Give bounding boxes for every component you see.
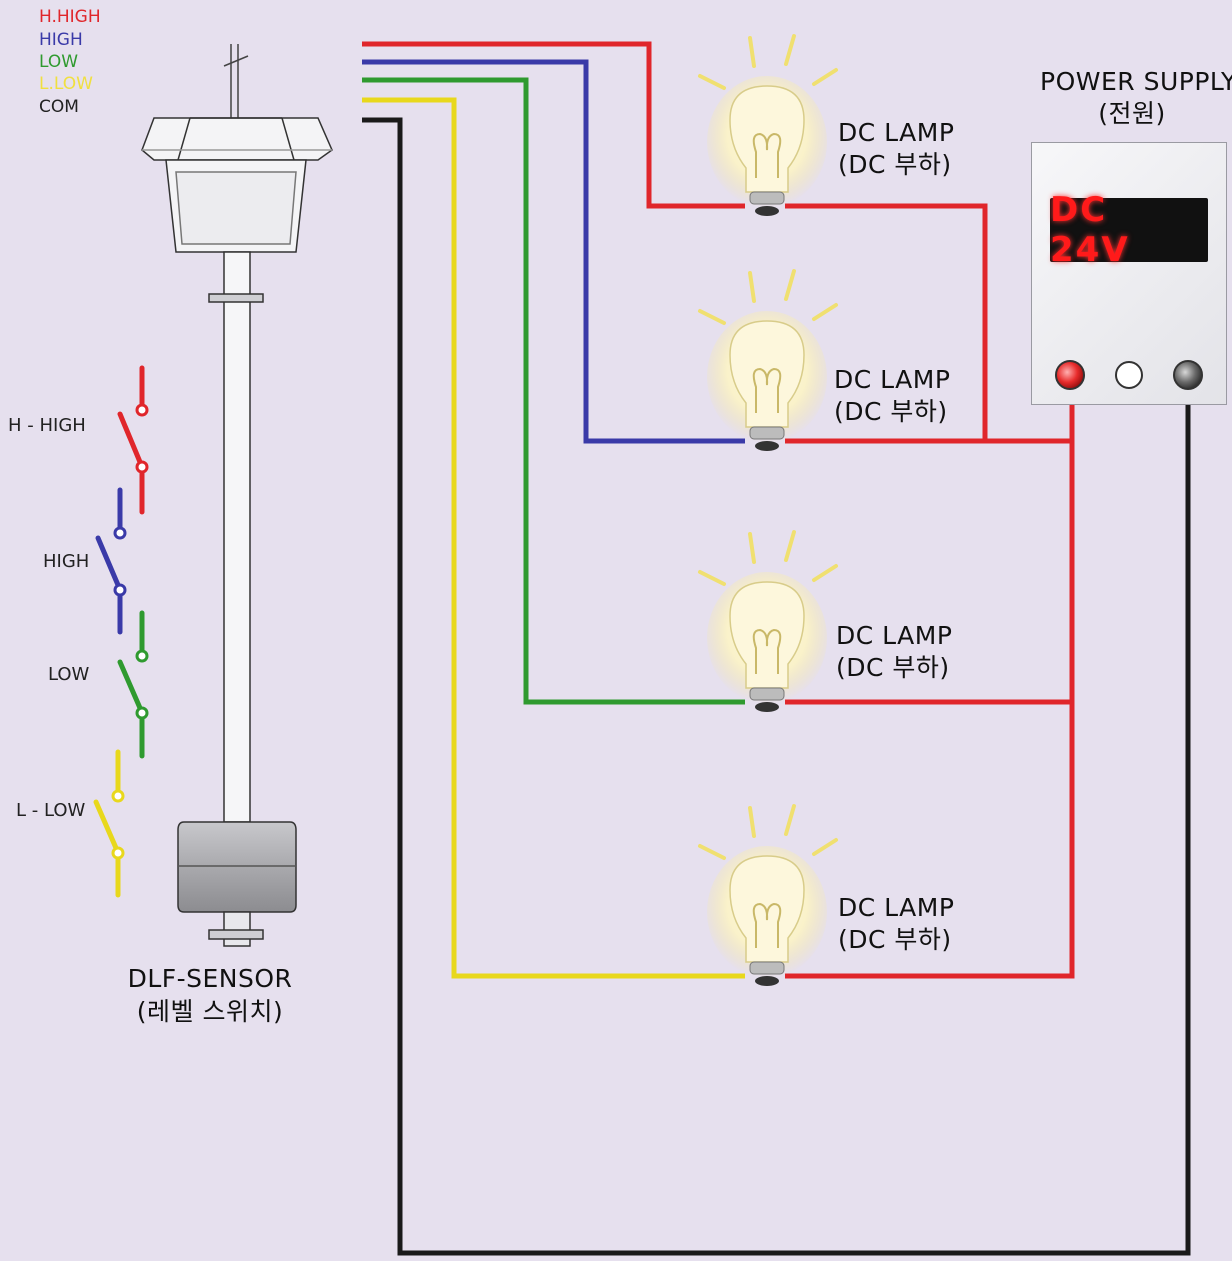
lamp-1-title: DC LAMP — [838, 118, 955, 147]
legend-llow: L.LOW — [39, 74, 93, 94]
level-sensor — [141, 44, 333, 947]
legend-low: LOW — [39, 52, 79, 72]
legend-hhigh: H.HIGH — [39, 7, 101, 27]
power-supply-subtitle: (전원) — [1098, 99, 1166, 128]
sensor-title: DLF-SENSOR — [127, 964, 293, 993]
wire-return-4 — [785, 378, 1075, 979]
wire-hhigh — [362, 41, 745, 209]
switch-hhigh — [117, 365, 149, 515]
lamp-2-title: DC LAMP — [834, 365, 951, 394]
power-terminals — [1055, 360, 1203, 390]
sensor-subtitle: (레벨 스위치) — [136, 997, 284, 1026]
legend-high: HIGH — [39, 30, 83, 50]
lamp-2-label: DC LAMP (DC 부하) — [834, 364, 950, 428]
lamp-4-subtitle: (DC 부하) — [838, 925, 952, 954]
negative-terminal-icon — [1173, 360, 1203, 390]
lamp-1-bulb-icon — [698, 34, 838, 216]
lamp-4-label: DC LAMP (DC 부하) — [838, 892, 954, 956]
lamp-3-title: DC LAMP — [836, 621, 953, 650]
switch-label-hhigh: H - HIGH — [8, 415, 86, 436]
wire-high — [362, 59, 745, 444]
lamp-4-bulb-icon — [698, 804, 838, 986]
lamp-4-title: DC LAMP — [838, 893, 955, 922]
lamp-1-label: DC LAMP (DC 부하) — [838, 117, 954, 181]
wire-com — [362, 117, 1191, 1256]
sensor-label: DLF-SENSOR (레벨 스위치) — [110, 962, 310, 1028]
power-supply-label: POWER SUPPLY (전원) — [1040, 66, 1232, 130]
legend-com: COM — [39, 97, 79, 117]
switch-low — [117, 610, 149, 759]
lamp-1-subtitle: (DC 부하) — [838, 150, 952, 179]
switch-label-llow: L - LOW — [16, 800, 86, 821]
voltage-display: DC 24V — [1050, 190, 1208, 270]
wire-low — [362, 77, 745, 705]
lamp-3-subtitle: (DC 부하) — [836, 653, 950, 682]
lamp-2-subtitle: (DC 부하) — [834, 397, 948, 426]
switch-llow — [93, 749, 125, 898]
lamp-3-bulb-icon — [698, 530, 838, 712]
switch-label-low: LOW — [48, 664, 90, 685]
lamp-2-bulb-icon — [698, 269, 838, 451]
positive-terminal-icon — [1055, 360, 1085, 390]
voltage-display-text: DC 24V — [1050, 190, 1130, 270]
power-supply-title: POWER SUPPLY — [1040, 67, 1232, 96]
neutral-terminal-icon — [1115, 361, 1143, 389]
wire-llow — [362, 97, 745, 979]
lamp-3-label: DC LAMP (DC 부하) — [836, 620, 952, 684]
wire-return-1 — [785, 203, 988, 441]
switch-high — [95, 487, 127, 635]
switch-label-high: HIGH — [43, 551, 90, 572]
